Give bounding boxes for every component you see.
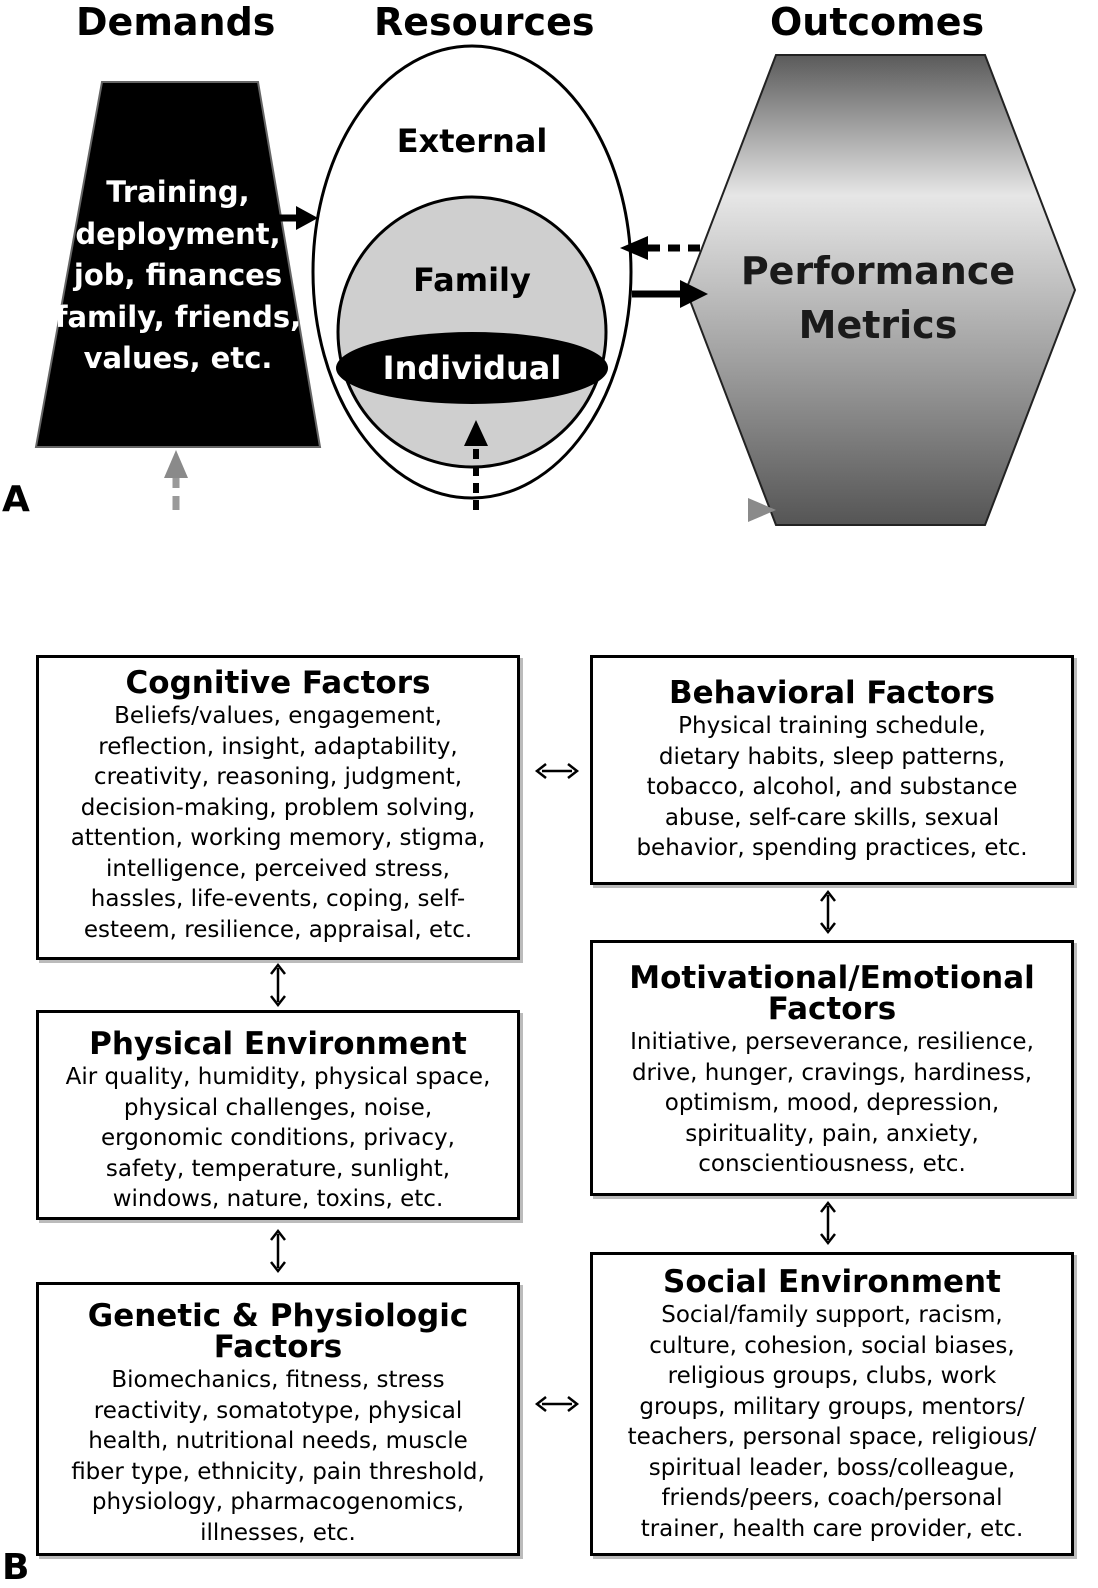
resources-to-outcomes-arrow [632,280,708,308]
title-line: Factors [213,1329,343,1365]
box-line: attention, working memory, stigma, [70,825,486,851]
box-line: culture, cohesion, social biases, [649,1332,1015,1359]
social-environment-title: Social Environment [663,1264,1001,1300]
box-line: decision-making, problem solving, [80,794,476,821]
genetic-physiologic-title: Genetic & Physiologic Factors [39,1301,517,1363]
box-line: Air quality, humidity, physical space, [65,1064,491,1090]
box-line: Beliefs/values, engagement, [114,703,442,729]
box-line: illnesses, etc. [200,1519,356,1546]
demands-line: job, finances [73,258,283,292]
demands-line: values, etc. [83,341,273,375]
box-line: spirituality, pain, anxiety, [685,1120,979,1147]
box-line: Social/family support, racism, [661,1302,1003,1328]
cognitive-factors-box: Cognitive Factors Beliefs/values, engage… [36,655,520,960]
resources-header: Resources [374,0,595,44]
box-line: intelligence, perceived stress, [106,855,450,882]
box-line: fiber type, ethnicity, pain threshold, [71,1458,485,1485]
motivational-emotional-title: Motivational/Emotional Factors [593,963,1071,1025]
box-line: physical challenges, noise, [123,1094,433,1121]
genetic-physiologic-factors-box: Genetic & Physiologic Factors Biomechani… [36,1282,520,1556]
outcomes-line: Performance [740,249,1016,293]
box-line: drive, hunger, cravings, hardiness, [631,1059,1033,1086]
panel-a-label: A [2,479,30,520]
box-line: Initiative, perseverance, resilience, [630,1029,1034,1055]
title-line: Genetic & Physiologic [87,1298,469,1334]
social-environment-body: Social/family support, racism, culture, … [593,1300,1071,1544]
box-line: reflection, insight, adaptability, [98,733,458,760]
motivational-emotional-factors-box: Motivational/Emotional Factors Initiativ… [590,940,1074,1196]
box-line: ergonomic conditions, privacy, [101,1125,455,1151]
box-line: abuse, self-care skills, sexual [664,804,1000,831]
panel-b-label: B [2,1547,30,1588]
box-line: dietary habits, sleep patterns, [658,743,1006,770]
behavioral-motivational-double-arrow [820,889,836,935]
physical-genetic-double-arrow [270,1228,286,1274]
behavioral-factors-box: Behavioral Factors Physical training sch… [590,655,1074,885]
box-line: spiritual leader, boss/colleague, [648,1454,1016,1481]
family-label: Family [413,261,531,299]
performance-metrics-label: Performance Metrics [728,244,1028,352]
external-label: External [396,122,548,160]
box-line: health, nutritional needs, muscle [88,1428,468,1454]
demands-trapezoid [34,81,322,448]
box-line: safety, temperature, sunlight, [105,1155,451,1182]
physical-environment-title: Physical Environment [89,1026,467,1062]
box-line: friends/peers, coach/personal [661,1485,1003,1511]
demands-text: Training, deployment, job, finances fami… [36,172,320,380]
box-line: optimism, mood, depression, [664,1090,1000,1116]
box-line: groups, military groups, mentors/ [639,1393,1025,1420]
demands-line: family, friends, [54,299,302,334]
demands-line: Training, [106,175,250,209]
cognitive-factors-title: Cognitive Factors [125,665,431,701]
demands-header: Demands [76,0,276,44]
individual-label: Individual [382,349,562,387]
box-line: Biomechanics, fitness, stress [111,1367,445,1393]
box-line: reactivity, somatotype, physical [93,1397,463,1424]
box-line: physiology, pharmacogenomics, [91,1489,465,1515]
box-line: teachers, personal space, religious/ [627,1424,1037,1450]
physical-environment-box: Physical Environment Air quality, humidi… [36,1010,520,1220]
demands-resources-outcomes-diagram [34,44,1077,526]
motivational-emotional-body: Initiative, perseverance, resilience, dr… [593,1027,1071,1180]
feedback-loop-dashed-arrows [164,420,776,522]
outcomes-to-resources-dashed-arrow [620,236,700,260]
behavioral-factors-title: Behavioral Factors [669,675,995,711]
box-line: Physical training schedule, [678,713,986,739]
title-line: Motivational/Emotional [629,960,1035,996]
box-line: windows, nature, toxins, etc. [112,1186,444,1212]
cognitive-physical-double-arrow [270,962,286,1008]
social-environment-box: Social Environment Social/family support… [590,1252,1074,1556]
genetic-social-double-arrow [534,1396,580,1412]
physical-environment-body: Air quality, humidity, physical space, p… [39,1062,517,1215]
individual-ellipse [336,332,608,404]
box-line: behavior, spending practices, etc. [636,835,1028,861]
box-line: religious groups, clubs, work [667,1363,997,1389]
outcomes-header: Outcomes [770,0,985,44]
box-line: creativity, reasoning, judgment, [93,764,463,790]
cognitive-behavioral-double-arrow [534,763,580,779]
box-line: tobacco, alcohol, and substance [646,774,1018,800]
outcomes-line: Metrics [798,303,958,347]
box-line: hassles, life-events, coping, self- [90,886,466,912]
genetic-physiologic-body: Biomechanics, fitness, stress reactivity… [39,1365,517,1548]
demands-line: deployment, [75,216,281,251]
motivational-social-double-arrow [820,1200,836,1246]
box-line: trainer, health care provider, etc. [640,1515,1024,1542]
demands-to-resources-arrow [276,206,318,230]
behavioral-factors-body: Physical training schedule, dietary habi… [593,711,1071,864]
box-line: conscientiousness, etc. [698,1151,966,1177]
cognitive-factors-body: Beliefs/values, engagement, reflection, … [39,701,517,945]
box-line: esteem, resilience, appraisal, etc. [83,916,473,943]
title-line: Factors [767,991,897,1027]
